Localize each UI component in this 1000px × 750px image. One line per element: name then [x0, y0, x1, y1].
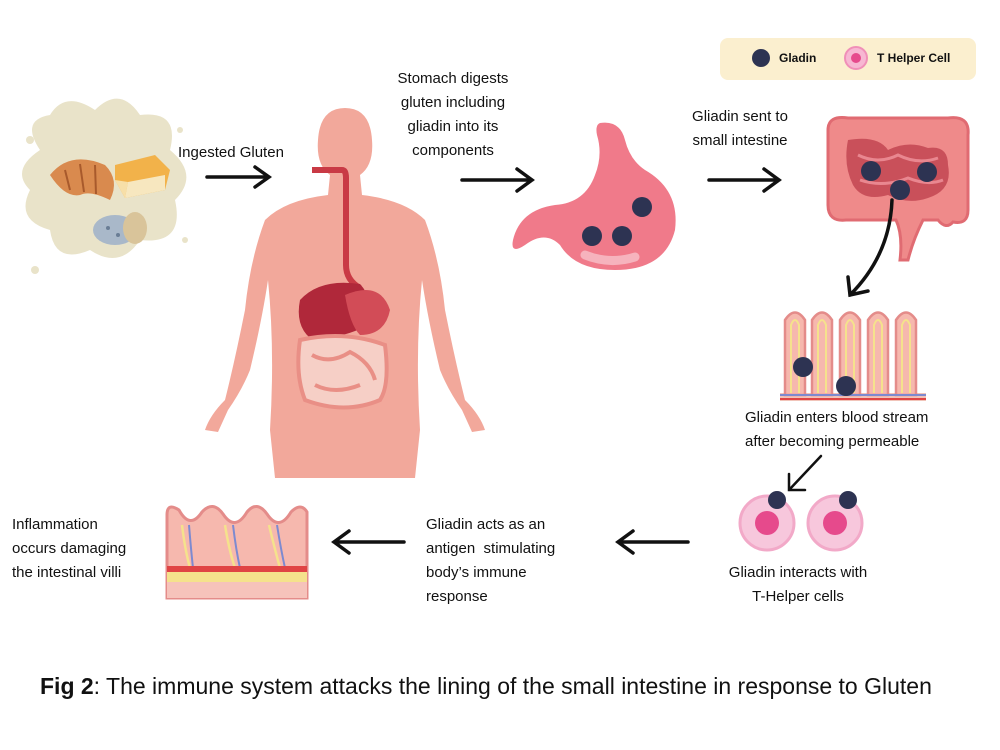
figure-caption-text: : The immune system attacks the lining o… — [93, 673, 932, 699]
step-inflammation-line: the intestinal villi — [12, 564, 122, 581]
villi-illustration — [780, 311, 926, 401]
gliadin-particle — [768, 491, 786, 509]
legend-icons — [752, 46, 868, 70]
human-body-illustration — [205, 108, 485, 478]
step-antigen-line: Gliadin acts as an — [426, 516, 546, 533]
bread-icon — [115, 155, 170, 198]
legend-t-helper-label: T Helper Cell — [877, 51, 951, 65]
damaged-villi-illustration — [165, 505, 309, 600]
t-helper-legend-nucleus — [851, 53, 861, 63]
stomach-shape — [512, 122, 676, 270]
small-intestine-shape — [846, 138, 949, 201]
step-inflammation-line: occurs damaging — [12, 540, 127, 557]
arrow-down-left-icon — [787, 454, 823, 492]
step-antigen-line: body’s immune — [426, 564, 527, 581]
t-helper-cells-illustration — [738, 491, 864, 552]
gliadin-particle — [836, 376, 856, 396]
step-stomach-line: gliadin into its — [407, 118, 499, 135]
gliadin-legend-icon — [752, 49, 770, 67]
gliadin-particle — [839, 491, 857, 509]
step-t-helper-line: T-Helper cells — [752, 588, 844, 605]
stomach-organ-icon — [345, 290, 390, 335]
arrow-right-icon — [205, 165, 273, 189]
step-t-helper-line: Gliadin interacts with — [728, 564, 868, 581]
gliadin-particle — [917, 162, 937, 182]
legend-gliadin-label: Gladin — [779, 51, 817, 65]
step-stomach-line: Stomach digests — [397, 70, 509, 87]
step-stomach-text: Stomach digests gluten including gliadin… — [378, 67, 528, 163]
gliadin-particle — [632, 197, 652, 217]
gliadin-particle — [890, 180, 910, 200]
step-stomach-line: components — [412, 142, 494, 159]
step-small-intestine-text: Gliadin sent to small intestine — [670, 105, 810, 153]
step-t-helper-text: Gliadin interacts with T-Helper cells — [708, 561, 888, 609]
esophagus — [312, 167, 362, 291]
step-blood-stream-line: Gliadin enters blood stream — [745, 409, 929, 426]
step-small-intestine-line: Gliadin sent to — [692, 108, 788, 125]
curved-arrow-down-icon — [846, 198, 894, 298]
step-blood-stream-text: Gliadin enters blood stream after becomi… — [745, 406, 928, 454]
step-stomach-line: gluten including — [400, 94, 506, 111]
step-antigen-text: Gliadin acts as an antigen stimulating b… — [426, 513, 606, 609]
gliadin-particle — [582, 226, 602, 246]
arrow-left-icon — [331, 529, 406, 555]
arrow-right-icon — [707, 167, 782, 193]
gliadin-particle — [793, 357, 813, 377]
step-antigen-line: response — [426, 588, 488, 605]
cracker-icon — [93, 212, 147, 245]
step-inflammation-text: Inflammation occurs damaging the intesti… — [12, 513, 172, 585]
gliadin-particle — [861, 161, 881, 181]
gluten-food-illustration — [22, 98, 188, 274]
legend: Gladin T Helper Cell — [720, 38, 976, 80]
stomach-illustration — [512, 122, 676, 270]
step-small-intestine-line: small intestine — [692, 132, 788, 149]
intestine-illustration — [826, 116, 970, 262]
arrow-right-icon — [460, 167, 535, 193]
step-inflammation-line: Inflammation — [12, 516, 98, 533]
croissant-icon — [50, 159, 114, 200]
step-blood-stream-line: after becoming permeable — [745, 433, 920, 450]
figure-caption-label: Fig 2 — [40, 673, 94, 699]
gliadin-particle — [612, 226, 632, 246]
step-antigen-line: antigen stimulating — [426, 540, 556, 557]
figure-caption: Fig 2: The immune system attacks the lin… — [40, 673, 932, 700]
step-ingested-label: Ingested Gluten — [178, 144, 284, 161]
arrow-left-icon — [615, 529, 690, 555]
intestine-organ-icon — [296, 334, 389, 410]
